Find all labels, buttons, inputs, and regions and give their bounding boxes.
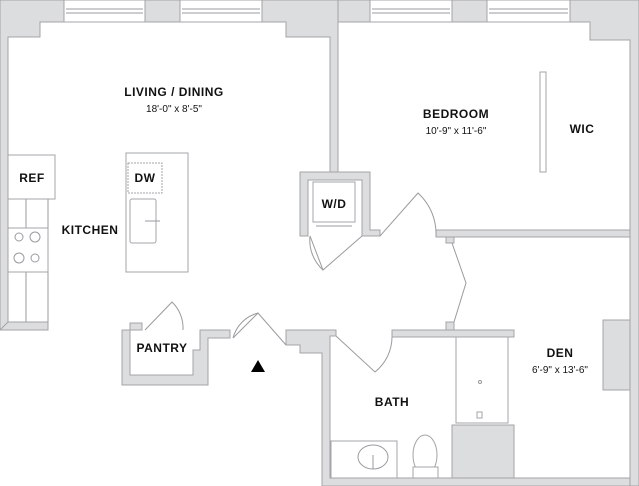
den-size: 6'-9" x 13'-6" — [532, 365, 588, 376]
ref-label: REF — [19, 171, 45, 185]
bath-label: BATH — [375, 395, 409, 409]
vanity — [330, 440, 398, 479]
wic-partition — [539, 71, 547, 173]
living-label: LIVING / DINING — [124, 85, 224, 99]
refrigerator — [7, 154, 56, 200]
entry-triangle-icon — [251, 360, 265, 372]
wic-label: WIC — [570, 122, 595, 136]
dw-label: DW — [135, 171, 156, 185]
bedroom-label: BEDROOM — [423, 107, 489, 121]
fixtures — [7, 71, 547, 479]
living-size: 18'-0" x 8'-5" — [146, 104, 202, 115]
kitchen-label: KITCHEN — [62, 223, 119, 237]
bedroom-size: 10'-9" x 11'-6" — [426, 126, 487, 137]
bathtub — [455, 336, 509, 424]
wd-label: W/D — [322, 197, 347, 211]
doors — [144, 192, 467, 373]
pantry-label: PANTRY — [137, 341, 188, 355]
room-labels: LIVING / DINING 18'-0" x 8'-5" BEDROOM 1… — [19, 85, 594, 409]
stove — [7, 227, 49, 273]
den-label: DEN — [547, 346, 574, 360]
